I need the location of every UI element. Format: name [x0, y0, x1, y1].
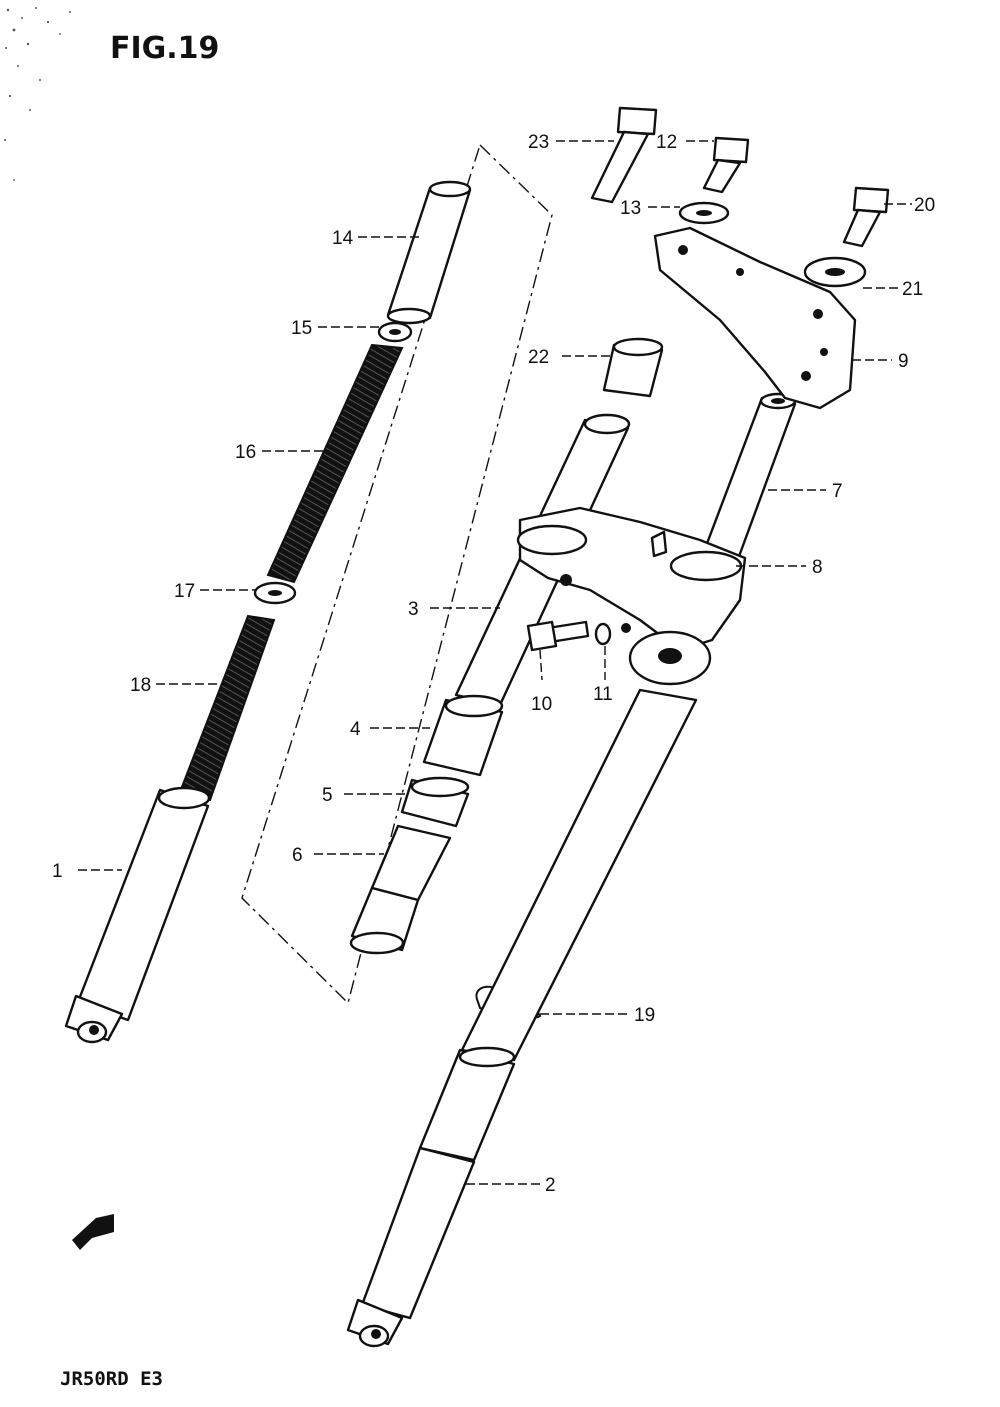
callout-3: 3 [408, 599, 419, 620]
callout-12: 12 [656, 132, 677, 153]
callout-7: 7 [832, 481, 843, 502]
part-11-washer [594, 622, 612, 646]
figure-title: FIG.19 [110, 31, 219, 66]
callout-17: 17 [174, 581, 195, 602]
callout-23: 23 [528, 132, 549, 153]
inner-assembly-boundary [241, 143, 553, 1005]
part-20-bolt [842, 186, 890, 248]
part-6-damper-rod [349, 824, 452, 955]
leader-lines [78, 140, 912, 1185]
part-7-steering-stem [698, 392, 797, 572]
callout-6: 6 [292, 845, 303, 866]
front-direction-arrow-icon [72, 1214, 114, 1250]
callout-15: 15 [291, 318, 312, 339]
callout-labels: 1 2 3 4 5 6 7 8 9 10 11 12 13 14 15 16 1… [52, 132, 935, 1196]
callout-21: 21 [902, 279, 923, 300]
part-9-top-plate [653, 226, 857, 410]
callout-19: 19 [634, 1005, 655, 1026]
callout-16: 16 [235, 442, 256, 463]
callout-18: 18 [130, 675, 151, 696]
part-12-bolt [702, 136, 750, 194]
callout-1: 1 [52, 861, 63, 882]
callout-10: 10 [531, 694, 552, 715]
part-22-cap [602, 337, 664, 398]
callout-11: 11 [593, 684, 613, 705]
callout-2: 2 [545, 1175, 556, 1196]
part-5-collar [400, 776, 470, 828]
callout-20: 20 [914, 195, 935, 216]
part-1-outer-tube [64, 786, 211, 1044]
part-2-fork-tube [346, 630, 712, 1348]
part-16-spring [266, 343, 404, 584]
scan-noise [4, 7, 71, 181]
callout-4: 4 [350, 719, 361, 740]
callout-13: 13 [620, 198, 641, 219]
part-4-bushing [422, 694, 504, 777]
part-10-bolt [526, 620, 590, 652]
part-23-bolt [590, 106, 658, 204]
callout-8: 8 [812, 557, 823, 578]
callout-9: 9 [898, 351, 909, 372]
part-8-under-bracket [516, 506, 747, 652]
callout-14: 14 [332, 228, 354, 249]
callout-22: 22 [528, 347, 549, 368]
part-18-spring [178, 614, 276, 802]
part-14-pipe [386, 180, 472, 325]
model-code: JR50RD E3 [60, 1368, 163, 1390]
callout-5: 5 [322, 785, 333, 806]
